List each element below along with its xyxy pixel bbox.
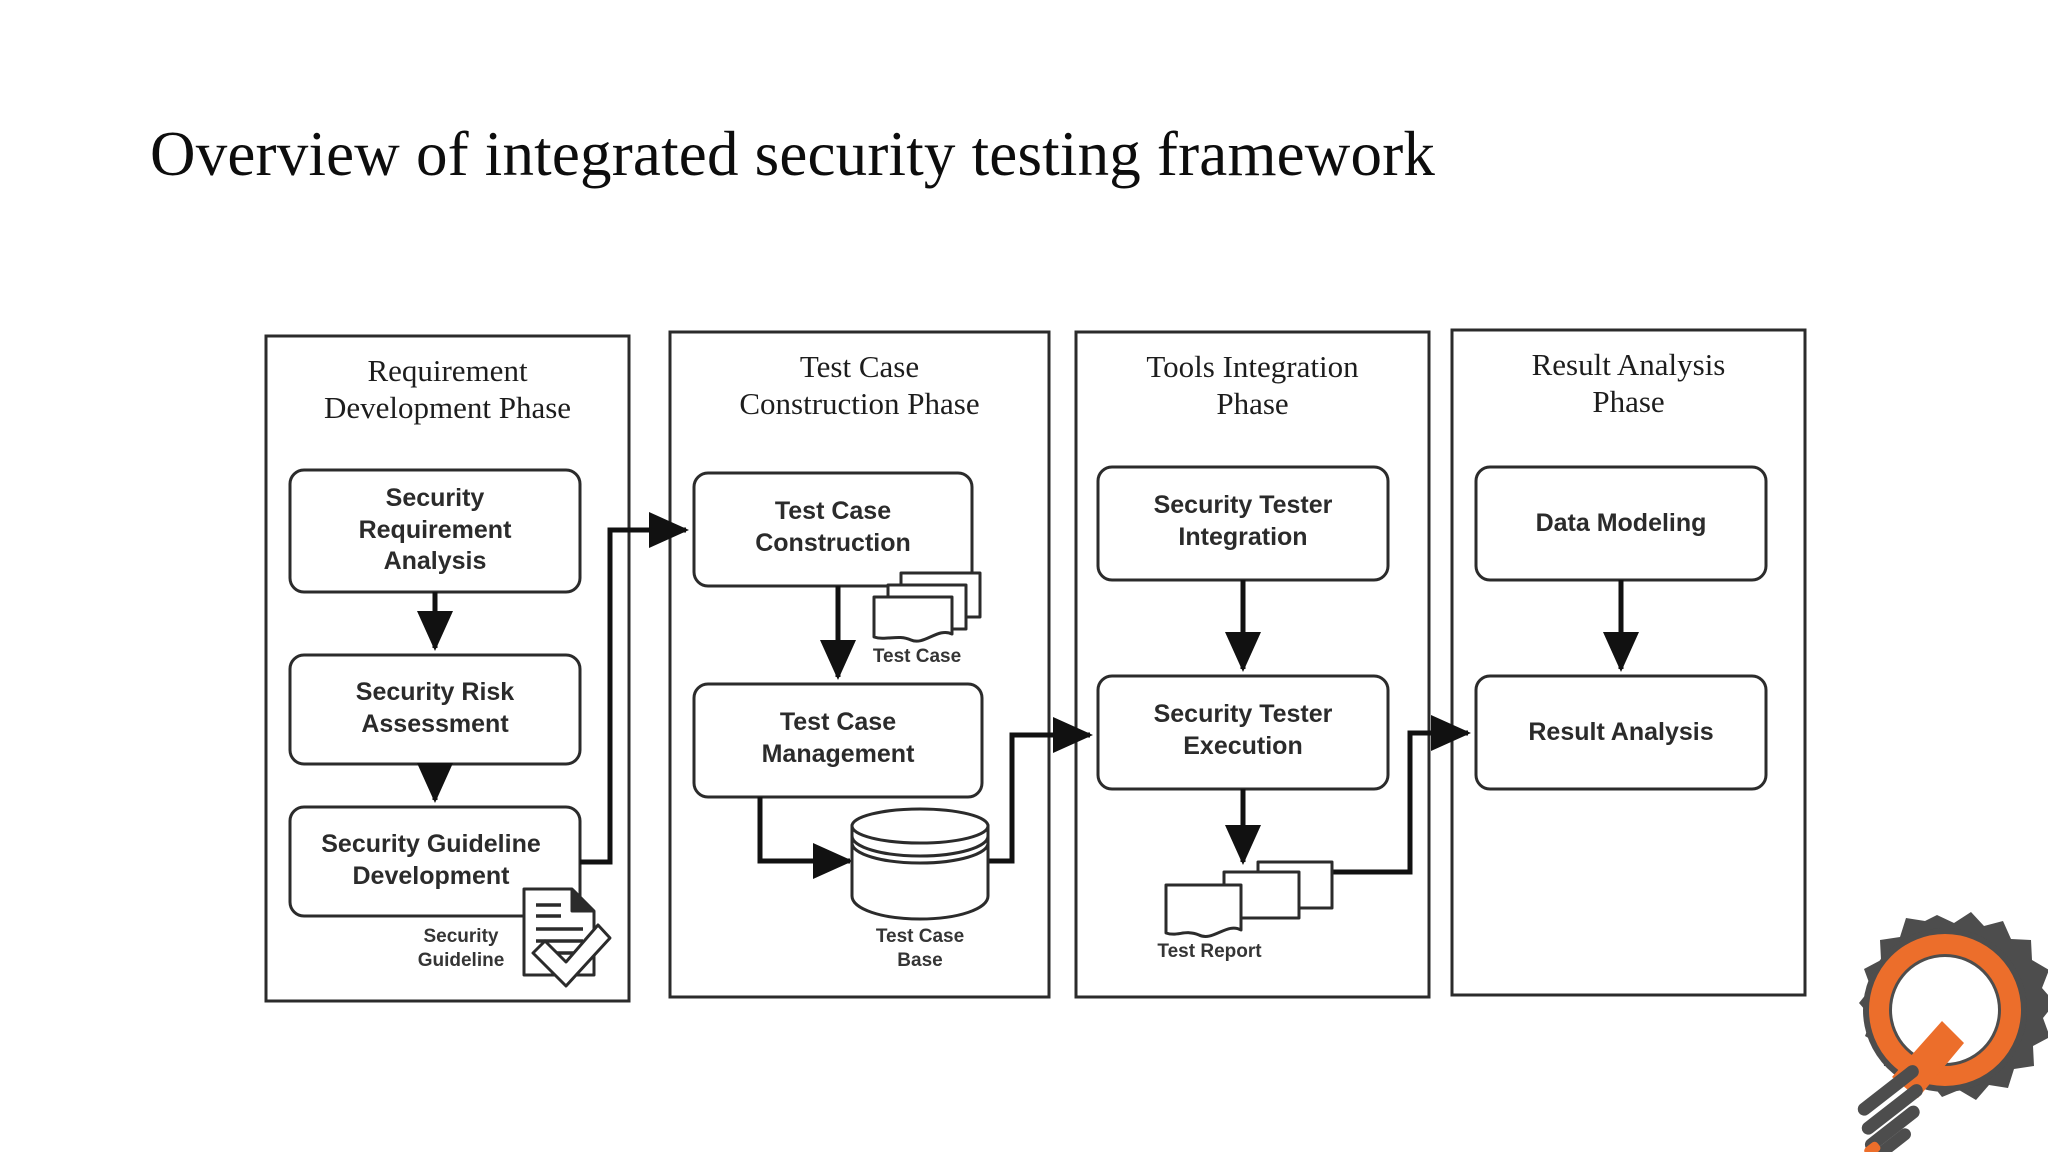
bulb-tip-icon bbox=[1864, 1141, 1881, 1152]
node-test-case-management bbox=[692, 682, 984, 799]
connector-test-report-to-result-analysis bbox=[1320, 715, 1471, 875]
node-security-risk-assessment bbox=[288, 653, 582, 766]
connector-guideline-to-test-case-construction bbox=[580, 512, 689, 865]
magnifier-ring-icon bbox=[1869, 934, 2021, 1086]
node-data-modeling bbox=[1474, 465, 1768, 582]
magnifier-lens bbox=[1892, 957, 1998, 1063]
bulb-threads-icon bbox=[1857, 1065, 1923, 1152]
phase-box-test-case-construction bbox=[668, 330, 1051, 999]
connector-management-to-test-case-base bbox=[757, 797, 853, 880]
phase-box-tools-integration bbox=[1074, 330, 1431, 999]
test-case-icon bbox=[872, 571, 982, 643]
node-security-tester-integration bbox=[1096, 465, 1390, 582]
connector-test-case-base-to-execution bbox=[982, 717, 1093, 864]
node-result-analysis bbox=[1474, 674, 1768, 791]
phase-box-result-analysis bbox=[1450, 328, 1807, 997]
page-title: Overview of integrated security testing … bbox=[150, 119, 1436, 189]
test-report-icon bbox=[1164, 860, 1334, 938]
security-guideline-icon bbox=[522, 887, 612, 988]
node-security-tester-execution bbox=[1096, 674, 1390, 791]
phase-box-requirement-development bbox=[264, 334, 631, 1003]
node-test-case-construction bbox=[692, 471, 974, 588]
gear-magnifier-logo bbox=[1826, 898, 2048, 1152]
node-security-requirement-analysis bbox=[288, 468, 582, 594]
test-case-base-icon bbox=[850, 807, 990, 921]
